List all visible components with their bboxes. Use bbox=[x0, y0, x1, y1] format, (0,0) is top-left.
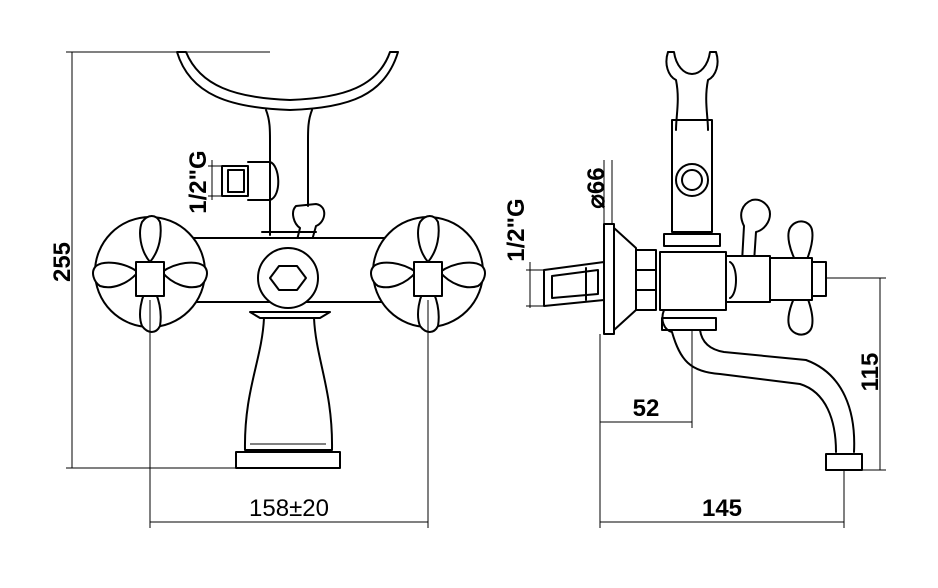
depth-dimension-line bbox=[600, 470, 845, 528]
depth-label: 145 bbox=[702, 495, 742, 522]
thread-front-dimension-line bbox=[208, 160, 222, 200]
front-left-handle-hub bbox=[135, 261, 165, 297]
front-pedestal bbox=[235, 311, 341, 469]
thread-side-label: 1/2"G bbox=[503, 198, 530, 261]
front-hex-nut bbox=[269, 265, 307, 291]
flange-diameter-label: ⌀66 bbox=[583, 167, 610, 208]
side-spout bbox=[661, 309, 856, 453]
center-distance-label: 158±20 bbox=[249, 495, 329, 522]
side-cartridge bbox=[725, 255, 771, 303]
side-body bbox=[659, 251, 727, 311]
side-flange-cone bbox=[613, 227, 637, 331]
side-holder-ring-inner bbox=[681, 169, 703, 191]
side-handle-cap bbox=[811, 261, 827, 297]
side-view bbox=[526, 51, 886, 528]
front-shower-cradle bbox=[176, 51, 399, 111]
thread-front-label: 1/2"G bbox=[185, 150, 212, 213]
wall-offset-label: 52 bbox=[633, 395, 660, 422]
side-shower-holder bbox=[665, 51, 719, 131]
front-center-boss bbox=[257, 247, 319, 309]
side-spout-aerator bbox=[825, 453, 863, 471]
front-right-handle-hub bbox=[413, 261, 443, 297]
front-view bbox=[66, 51, 486, 528]
spout-height-label: 115 bbox=[857, 353, 884, 392]
side-holder-stem bbox=[671, 119, 713, 233]
side-diverter-knob bbox=[740, 198, 771, 263]
front-inlet-thread bbox=[221, 165, 249, 197]
spout-height-dimension-line bbox=[826, 277, 886, 471]
side-handle-hub bbox=[769, 257, 813, 301]
side-inlet-thread bbox=[543, 261, 605, 307]
side-cross-handle bbox=[787, 220, 814, 336]
wall-offset-dimension-line bbox=[599, 330, 693, 528]
center-dimension-line bbox=[149, 300, 429, 528]
side-wall-flange bbox=[603, 223, 615, 335]
side-collar bbox=[663, 233, 721, 247]
height-total-label: 255 bbox=[49, 242, 76, 282]
side-spout-collar bbox=[661, 317, 717, 331]
front-cradle-stem bbox=[265, 109, 313, 236]
side-holder-ring bbox=[675, 163, 709, 197]
thread-side-dimension-line bbox=[526, 262, 544, 308]
front-inlet-nut bbox=[247, 161, 280, 201]
side-nut bbox=[635, 249, 657, 311]
side-nut-lines bbox=[635, 269, 657, 291]
height-dimension-line bbox=[66, 51, 270, 469]
side-cartridge-detail bbox=[729, 261, 737, 299]
flange-diameter-dimension-line bbox=[603, 160, 613, 224]
